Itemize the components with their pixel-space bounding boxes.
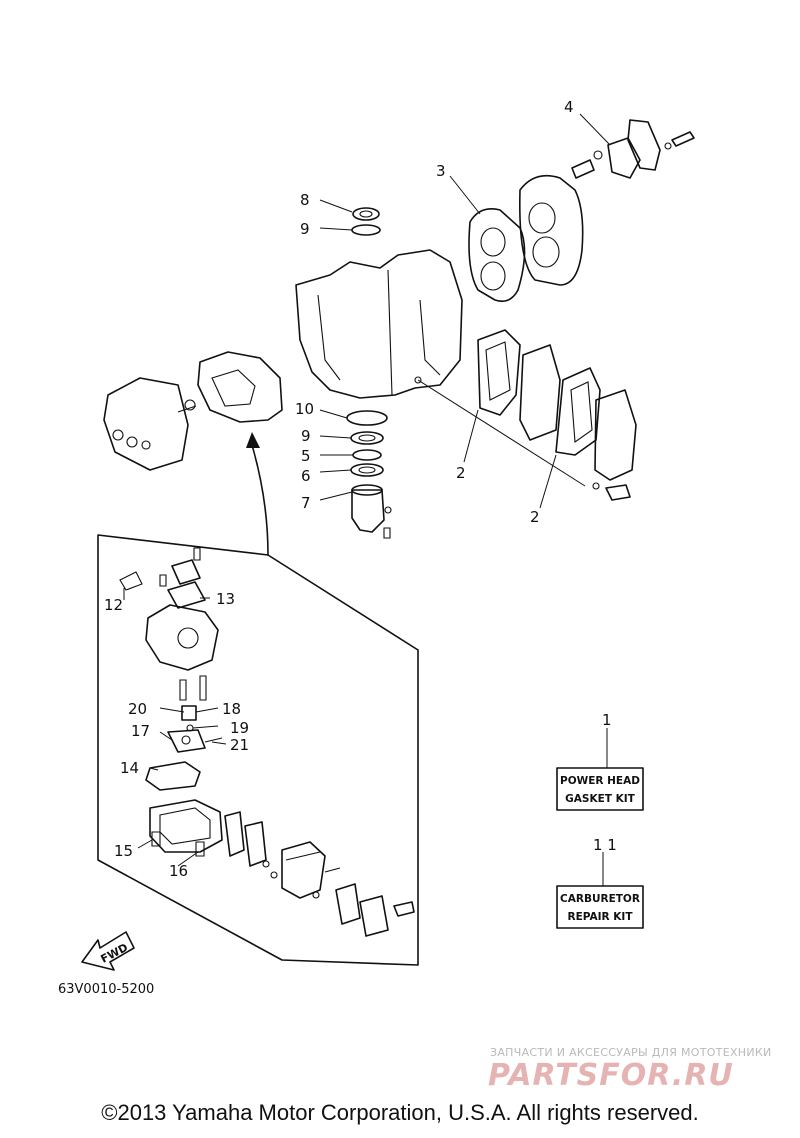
exhaust-cover-assembly [468, 119, 695, 303]
callout-1: 1 [602, 711, 612, 729]
callout-5: 5 [301, 447, 311, 465]
callout-14: 14 [120, 759, 139, 777]
callout-16: 16 [169, 862, 188, 880]
watermark-logo: PARTSFOR.RU [488, 1058, 734, 1093]
carburetor-kit-line2: REPAIR KIT [568, 911, 634, 923]
arrow-head [246, 432, 260, 448]
callout-18: 18 [222, 700, 241, 718]
callout-8: 8 [300, 191, 310, 209]
power-head-kit-line2: GASKET KIT [565, 793, 635, 805]
carburetor-detail [119, 547, 415, 937]
watermark-tagline: ЗАПЧАСТИ И АКСЕССУАРЫ ДЛЯ МОТОТЕХНИКИ [490, 1046, 772, 1059]
carburetor-housing [103, 351, 283, 471]
callout-15: 15 [114, 842, 133, 860]
callout-10: 10 [295, 400, 314, 418]
catalog-code: 63V0010-5200 [58, 982, 155, 997]
callout-numbers: 4 3 8 9 10 9 5 6 7 2 2 1 1 1 12 13 20 18… [104, 98, 617, 880]
callout-17: 17 [131, 722, 150, 740]
callout-7: 7 [301, 494, 311, 512]
lower-seal-stack [346, 410, 392, 539]
callout-9-top: 9 [300, 220, 310, 238]
callout-2-left: 2 [456, 464, 466, 482]
callout-13: 13 [216, 590, 235, 608]
fwd-arrow-icon [81, 931, 135, 971]
callout-19: 19 [230, 719, 249, 737]
callout-11: 1 1 [593, 836, 617, 854]
power-head-block [295, 207, 463, 399]
leader-lines [123, 113, 611, 867]
callout-2-right: 2 [530, 508, 540, 526]
callout-12: 12 [104, 596, 123, 614]
carburetor-kit-line1: CARBURETOR [560, 893, 640, 905]
carburetor-kit-box: CARBURETOR REPAIR KIT [556, 852, 644, 929]
arrow-line [251, 444, 269, 556]
fwd-label: FWD [99, 941, 131, 966]
callout-9-lower: 9 [301, 427, 311, 445]
callout-21: 21 [230, 736, 249, 754]
callout-4: 4 [564, 98, 574, 116]
callout-6: 6 [301, 467, 311, 485]
intake-gasket-assembly [417, 329, 637, 501]
callout-20: 20 [128, 700, 147, 718]
power-head-kit-line1: POWER HEAD [560, 775, 640, 787]
callout-3: 3 [436, 162, 446, 180]
inset-frame [97, 534, 419, 966]
power-head-kit-box: POWER HEAD GASKET KIT [556, 728, 644, 811]
copyright-notice: ©2013 Yamaha Motor Corporation, U.S.A. A… [101, 1100, 699, 1125]
